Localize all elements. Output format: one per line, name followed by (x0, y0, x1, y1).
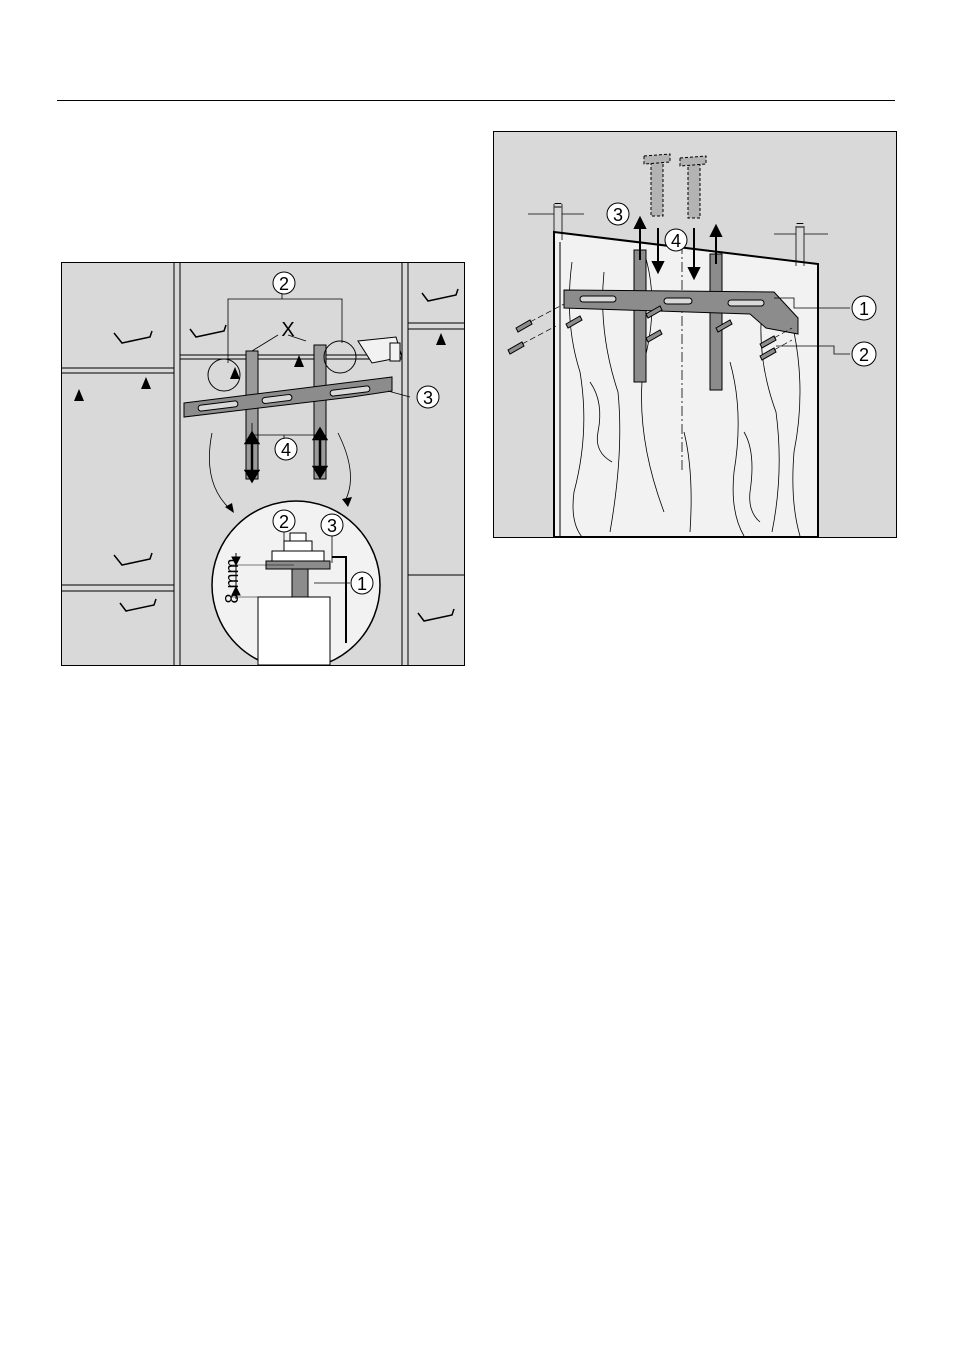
callout-3: 3 (417, 386, 439, 408)
svg-text:2: 2 (859, 345, 869, 365)
figure-bracket-mounting: 2 X 3 4 8 mm 2 3 1 (61, 262, 465, 666)
callout-4: 4 (275, 438, 297, 460)
svg-text:1: 1 (859, 299, 869, 319)
callout-1-detail: 1 (351, 572, 373, 594)
svg-text:4: 4 (671, 231, 681, 251)
equal-mark-left: = (554, 197, 562, 213)
figure-door-panel: = = 3 4 1 2 (493, 131, 897, 538)
callout-3: 3 (607, 203, 629, 225)
callout-2: 2 (273, 272, 295, 294)
svg-text:3: 3 (327, 516, 337, 536)
svg-text:1: 1 (357, 574, 367, 594)
label-x: X (281, 319, 294, 341)
svg-text:2: 2 (279, 512, 289, 532)
svg-text:4: 4 (281, 440, 291, 460)
detail-circles (208, 341, 356, 391)
arrow-head-icon (225, 503, 234, 513)
dimension-label: 8 mm (222, 559, 242, 604)
header-rule (57, 100, 895, 101)
removed-runners (644, 154, 706, 218)
callout-1: 1 (852, 296, 876, 320)
equal-mark-right: = (796, 217, 804, 233)
svg-text:3: 3 (613, 205, 623, 225)
callout-4: 4 (665, 229, 687, 251)
callout-3-detail: 3 (321, 514, 343, 536)
callout-2-detail: 2 (273, 510, 295, 532)
callout-2: 2 (852, 342, 876, 366)
arrow-head-icon (342, 497, 352, 507)
svg-text:3: 3 (423, 388, 433, 408)
wood-panel (554, 232, 818, 537)
svg-text:2: 2 (279, 274, 289, 294)
